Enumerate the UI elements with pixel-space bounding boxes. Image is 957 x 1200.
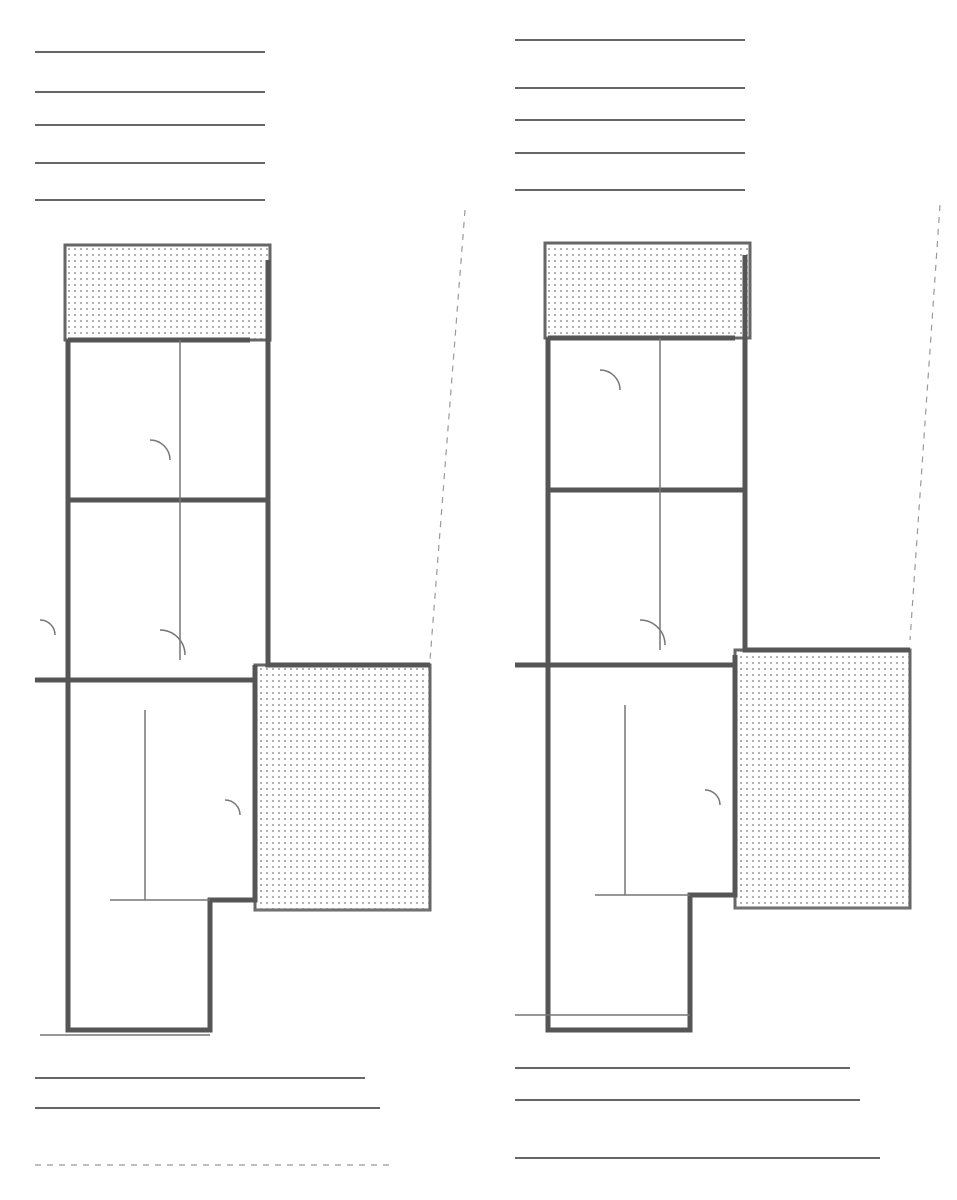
walls <box>515 255 910 1033</box>
dimension-lines-bottom <box>515 1067 880 1159</box>
dimension-lines-top <box>515 39 745 191</box>
hatched-area-terrace <box>253 663 432 912</box>
section-line <box>429 209 466 661</box>
walls <box>35 260 430 1036</box>
door-swings <box>39 439 241 816</box>
hatched-area-terrace <box>733 648 912 910</box>
hatched-area-top <box>63 243 272 342</box>
section-line <box>909 204 941 641</box>
door-swings <box>599 369 721 806</box>
floor-plan-left <box>35 51 432 1166</box>
hatched-area-top <box>543 241 752 340</box>
dimension-lines-top <box>35 51 265 201</box>
floor-plan-right <box>515 39 912 1159</box>
dimension-lines-bottom <box>35 1077 395 1166</box>
